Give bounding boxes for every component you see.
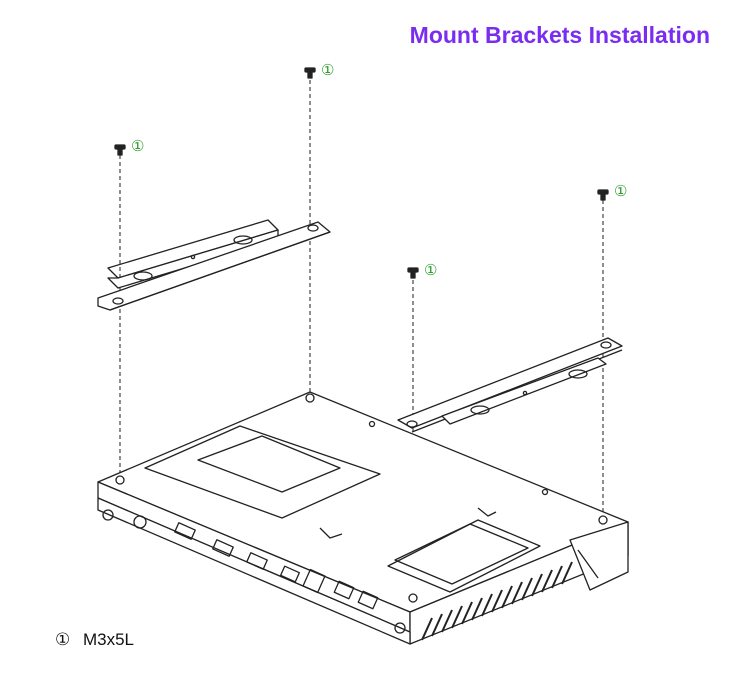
callout-marker-3: ① <box>424 262 437 279</box>
vent-slots <box>421 561 573 641</box>
box-pc-enclosure <box>97 391 629 645</box>
callout-marker-4: ① <box>614 183 627 200</box>
right-mount-bracket <box>397 337 623 433</box>
screw-3 <box>407 267 419 279</box>
page-title: Mount Brackets Installation <box>409 22 710 48</box>
parts-legend: ① M3x5L <box>55 630 134 650</box>
legend-marker: ① <box>55 630 71 649</box>
screw-4 <box>597 189 609 201</box>
callout-marker-2: ① <box>321 62 334 79</box>
screw-1 <box>114 144 126 156</box>
guide-lines <box>119 80 604 598</box>
screw-2 <box>304 67 316 79</box>
callout-marker-1: ① <box>131 138 144 155</box>
left-mount-bracket <box>97 219 331 311</box>
legend-part-label: M3x5L <box>82 630 135 649</box>
